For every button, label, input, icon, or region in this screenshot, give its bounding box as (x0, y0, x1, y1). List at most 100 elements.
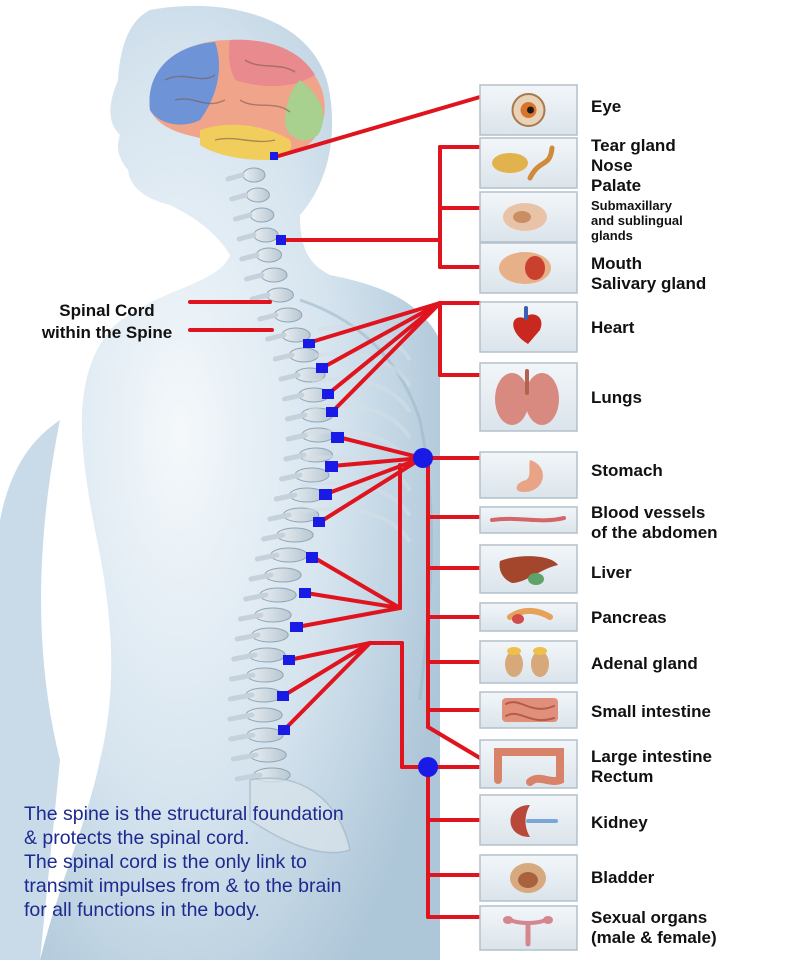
organ-shape (503, 916, 513, 924)
spinous-process (272, 352, 295, 362)
node-square (325, 461, 338, 472)
organ-box-tear-gland (479, 137, 578, 189)
sexual-organs-icon (503, 916, 553, 947)
heart-icon (513, 306, 542, 344)
organ-label-line: Kidney (591, 813, 648, 832)
node-square (313, 517, 325, 527)
node-square (276, 235, 286, 245)
organ-label-line: Lungs (591, 388, 642, 407)
rib (296, 507, 412, 544)
organ-label-line: (male & female) (591, 928, 717, 947)
organ-shape (490, 516, 566, 523)
nerve-connectors (188, 95, 482, 919)
vertebra (242, 167, 266, 183)
spinous-process (249, 292, 271, 302)
spinous-process (283, 452, 307, 462)
organ-label-line: Sexual organs (591, 908, 708, 927)
organ-box-adrenal-gland (479, 640, 578, 684)
organ-box-lungs (479, 362, 578, 432)
spinous-process (239, 252, 260, 262)
bladder-icon (510, 863, 546, 893)
organ-label-lungs: Lungs (591, 388, 642, 408)
organ-box-frame (479, 602, 578, 632)
spinous-process (282, 392, 305, 402)
organ-label-line: Eye (591, 97, 622, 116)
spinous-process (278, 372, 301, 382)
node-square (283, 655, 295, 665)
organ-shape (513, 314, 542, 344)
submaxillary-icon (503, 203, 547, 231)
organ-box-pancreas (479, 602, 578, 632)
organ-label-line: Submaxillary (591, 198, 672, 213)
organ-box-frame (479, 451, 578, 499)
organ-label-line: Small intestine (591, 702, 711, 721)
caption: The spine is the structural foundation &… (24, 802, 414, 922)
spinous-process (257, 312, 279, 322)
organ-label-line: Liver (591, 563, 632, 582)
spinous-process (244, 272, 265, 282)
organ-label-line: Mouth (591, 254, 642, 273)
organ-box-liver (479, 544, 578, 594)
organ-shape (531, 651, 549, 677)
pancreas-icon (507, 608, 553, 624)
organ-box-kidney (479, 794, 578, 846)
organ-box-submaxillary (479, 191, 578, 243)
spinous-process (232, 212, 253, 222)
organ-shape (505, 651, 523, 677)
spinous-process (284, 412, 308, 422)
organ-shape (518, 872, 538, 888)
node-square (277, 691, 289, 701)
brain (149, 39, 325, 160)
vertebra (253, 227, 279, 243)
organ-label-line: and sublingual (591, 213, 683, 228)
organ-label-line: Large intestine (591, 747, 712, 766)
organ-box-blood-vessels (479, 506, 578, 534)
node-square (319, 489, 332, 500)
spinal-cord-label-line: Spinal Cord (59, 301, 155, 320)
spinal-nodes (270, 152, 438, 777)
spinous-process (261, 532, 286, 542)
organ-label-adrenal-gland: Adenal gland (591, 654, 698, 674)
organ-label-line: Tear gland (591, 136, 676, 155)
spinous-process (231, 652, 258, 662)
organ-box-large-intestine (479, 739, 578, 789)
organ-box-heart (479, 301, 578, 353)
organ-label-line: Bladder (591, 868, 655, 887)
liver-icon (499, 556, 558, 585)
tear-gland-icon (492, 145, 555, 181)
organ-label-sexual-organs: Sexual organs(male & female) (591, 908, 717, 948)
organ-label-line: Pancreas (591, 608, 667, 627)
kidney-icon (510, 805, 558, 837)
organ-shape (525, 373, 559, 425)
caption-line: for all functions in the body. (24, 899, 260, 921)
large-intestine-icon (494, 748, 564, 786)
organ-shape (502, 698, 558, 722)
organ-label-line: Palate (591, 176, 642, 195)
organ-shape (505, 701, 555, 710)
organ-box-stomach (479, 451, 578, 499)
spinous-process (227, 712, 255, 722)
stomach-icon (516, 460, 543, 492)
organ-shape (528, 573, 544, 585)
caption-line: & protects the spinal cord. (24, 827, 250, 849)
node-square (326, 407, 338, 417)
spinous-process (237, 612, 264, 622)
organ-shape (512, 614, 524, 624)
organ-label-small-intestine: Small intestine (591, 702, 711, 722)
rib (305, 429, 412, 466)
spinous-process (225, 172, 245, 182)
node-square (290, 622, 303, 632)
caption-line: The spinal cord is the only link to (24, 851, 307, 873)
rib (317, 325, 412, 362)
caption-line: transmit impulses from & to the brain (24, 875, 342, 897)
organ-label-line: Nose (591, 156, 633, 175)
spinal-cord-label-line: within the Spine (41, 323, 173, 342)
organ-shape (495, 373, 529, 425)
rib (311, 377, 412, 414)
organ-label-stomach: Stomach (591, 461, 663, 481)
blood-vessels-icon (490, 516, 566, 523)
